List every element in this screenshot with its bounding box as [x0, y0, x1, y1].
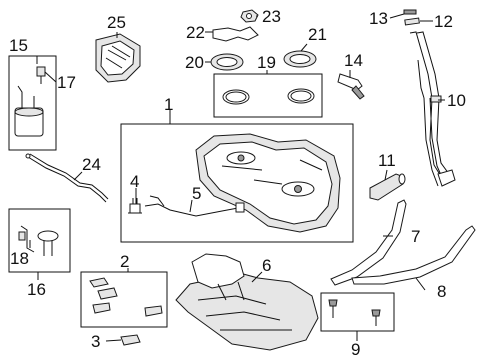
callout-13: 13 [369, 9, 388, 28]
part-3-pad [120, 334, 141, 346]
part-11-filler-hose [369, 173, 406, 201]
callout-12: 12 [434, 12, 453, 31]
part-17-pump-connector [36, 66, 46, 84]
part-12-clamp [404, 17, 420, 26]
part-9-bolts [328, 299, 381, 326]
callout-9: 9 [351, 340, 360, 359]
part-21-lock-ring [283, 50, 317, 68]
leader-lines [29, 13, 445, 342]
part-20-lock-ring [210, 53, 244, 71]
part-18-level-sender [18, 225, 59, 256]
part-22-retainer-strap [212, 26, 259, 42]
part-24-vent-tube [25, 153, 109, 203]
callout-3: 3 [91, 332, 100, 351]
part-19-seals [222, 88, 315, 105]
box-seal-rings [213, 73, 323, 118]
callout-19: 19 [257, 53, 276, 72]
part-15-fuel-pump-module [14, 85, 44, 137]
part-10-filler-pipe [409, 31, 456, 187]
box-insulator-pads [80, 271, 168, 328]
callout-17: 17 [57, 73, 76, 92]
part-14-vent-valve [337, 73, 365, 100]
callout-6: 6 [262, 256, 271, 275]
part-6-tank-shield [175, 253, 319, 351]
callout-18: 18 [10, 249, 29, 268]
part-8-tank-strap [351, 225, 476, 285]
callout-22: 22 [186, 23, 205, 42]
part-2-insulator-pads [89, 277, 163, 317]
callout-10: 10 [447, 91, 466, 110]
callout-20: 20 [185, 53, 204, 72]
callout-7: 7 [411, 227, 420, 246]
box-level-sender [8, 208, 71, 273]
part-5-vapor-line [144, 195, 245, 217]
callout-16: 16 [27, 280, 46, 299]
part-25-heat-shield [95, 33, 141, 83]
callout-11: 11 [378, 151, 396, 170]
part-4-pressure-sensor [128, 198, 142, 214]
callout-1: 1 [164, 95, 173, 114]
callout-5: 5 [192, 184, 201, 203]
callout-15: 15 [9, 36, 28, 55]
part-1-fuel-tank [195, 133, 341, 233]
callout-25: 25 [107, 13, 126, 32]
callout-8: 8 [437, 282, 446, 301]
box-fuel-tank [120, 123, 354, 243]
part-13-clamp [403, 9, 417, 15]
part-23-nut [240, 9, 259, 23]
box-fuel-pump-module [8, 55, 57, 151]
callout-14: 14 [344, 51, 363, 70]
callout-23: 23 [262, 7, 281, 26]
box-bolts [320, 292, 395, 332]
callout-24: 24 [82, 155, 101, 174]
callout-21: 21 [308, 25, 327, 44]
callout-4: 4 [130, 172, 139, 191]
callout-2: 2 [120, 252, 129, 271]
